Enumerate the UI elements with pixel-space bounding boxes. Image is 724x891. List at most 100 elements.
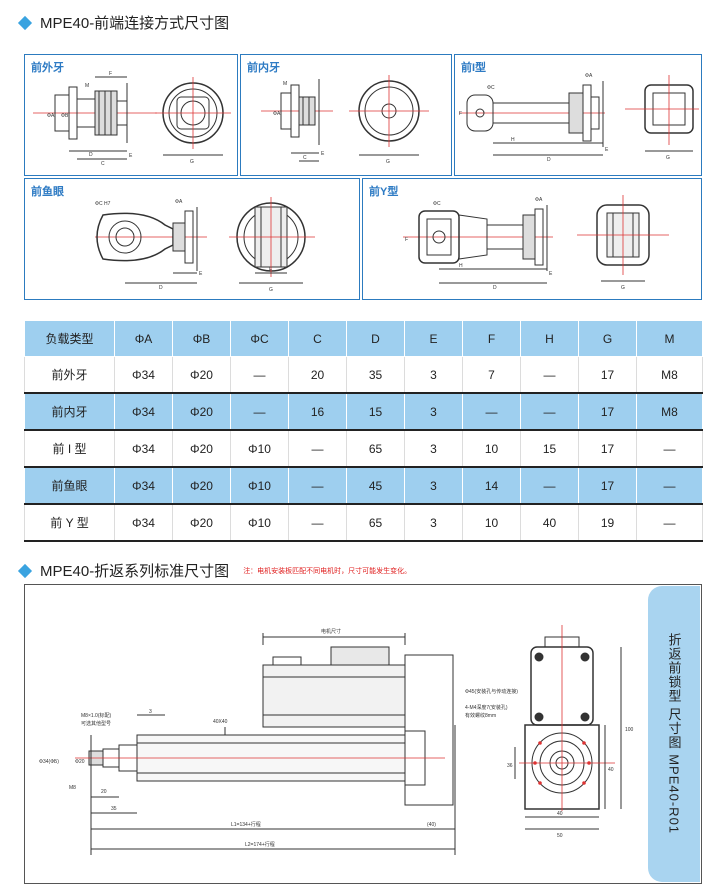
table-cell: — xyxy=(636,503,703,542)
table-cell: 16 xyxy=(288,392,347,431)
dim-label-c: C xyxy=(303,155,307,161)
screw-note-2: 可选其他型号 xyxy=(81,720,111,727)
table-row: 前 Y 型 Φ34 Φ20 Φ10 — 65 3 10 40 19 — xyxy=(24,503,703,542)
dim-100-label: 100 xyxy=(625,727,634,733)
table-header-cell: F xyxy=(462,320,521,357)
diamond-bullet-icon xyxy=(17,563,33,578)
table-cell: 17 xyxy=(578,392,637,431)
table-header-cell: D xyxy=(346,320,405,357)
section-title-text: MPE40-前端连接方式尺寸图 xyxy=(40,15,230,32)
dim-label-f: F xyxy=(459,111,462,117)
table-cell: 前内牙 xyxy=(24,392,115,431)
dim-40b-label: 40 xyxy=(557,811,563,817)
table-cell: 17 xyxy=(578,466,637,505)
dim-label-m: M xyxy=(85,83,89,89)
panel-front-i-type: 前I型 ΦC F H D E G ΦA xyxy=(454,54,702,176)
table-cell: 20 xyxy=(288,356,347,394)
table-cell: — xyxy=(288,429,347,468)
panel-label: 前外牙 xyxy=(31,62,64,74)
side-tab-label: 折返前锁型 尺寸图 MPE40-R01 xyxy=(666,633,682,835)
dim-phi20-label: Φ20 xyxy=(75,759,85,765)
table-cell: Φ20 xyxy=(172,503,231,542)
dim-label-d: D xyxy=(547,157,551,163)
foldback-drawing-frame: 电机尺寸 M8×1.0(标配) 可选其他型号 3 40X40 20 35 M8 … xyxy=(24,584,702,884)
section-title-front-connection: MPE40-前端连接方式尺寸图 xyxy=(17,12,230,33)
dim-label-f: F xyxy=(269,267,272,273)
dim-phi34-label: Φ34(ФБ) xyxy=(39,759,59,765)
table-cell: M8 xyxy=(636,392,703,431)
table-cell: 17 xyxy=(578,429,637,468)
table-header-cell: 负载类型 xyxy=(24,320,115,357)
dim-label-phib: ΦB xyxy=(61,113,69,119)
table-cell: Φ20 xyxy=(172,356,231,394)
dim-label-g: G xyxy=(666,155,670,161)
table-cell: — xyxy=(636,429,703,468)
table-cell: Φ20 xyxy=(172,429,231,468)
table-cell: M8 xyxy=(636,356,703,394)
table-header-cell: ΦB xyxy=(172,320,231,357)
dim-label-e: E xyxy=(549,271,553,277)
table-cell: Φ10 xyxy=(230,429,289,468)
table-cell: 10 xyxy=(462,429,521,468)
table-cell: Φ34 xyxy=(114,356,173,394)
dim-label-d: D xyxy=(493,285,497,291)
dim-36-label: 36 xyxy=(507,763,513,769)
section-title-foldback: MPE40-折返系列标准尺寸图 注：电机安装板匹配不同电机时，尺寸可能发生变化。 xyxy=(17,560,412,581)
front-rod-end-drawing: ΦC H7 D E F G ΦA xyxy=(95,197,315,293)
table-cell: 3 xyxy=(404,503,463,542)
table-cell: — xyxy=(230,356,289,394)
section-title-text: MPE40-折返系列标准尺寸图 xyxy=(40,563,230,580)
dim-label-h: H xyxy=(459,263,463,269)
table-cell: 前鱼眼 xyxy=(24,466,115,505)
side-tab-model: 折返前锁型 尺寸图 MPE40-R01 xyxy=(648,586,700,882)
dim-label-e: E xyxy=(321,151,325,157)
dim-label-g: G xyxy=(269,287,273,293)
table-header-cell: M xyxy=(636,320,703,357)
table-cell: Φ34 xyxy=(114,503,173,542)
panel-label: 前内牙 xyxy=(247,62,280,74)
table-cell: 19 xyxy=(578,503,637,542)
m4-note-1: 4-M4深度7(安装孔) xyxy=(465,704,508,711)
table-cell: — xyxy=(520,356,579,394)
panel-label: 前I型 xyxy=(461,62,487,74)
table-row: 前鱼眼 Φ34 Φ20 Φ10 — 45 3 14 — 17 — xyxy=(24,466,703,505)
dim-label-c: C xyxy=(101,161,105,167)
dim-40x40-label: 40X40 xyxy=(213,719,228,725)
table-cell: Φ34 xyxy=(114,466,173,505)
dim-label-d: D xyxy=(159,285,163,291)
dim-50-label: 50 xyxy=(557,833,563,839)
table-cell: — xyxy=(636,466,703,505)
table-cell: Φ10 xyxy=(230,503,289,542)
table-cell: 3 xyxy=(404,466,463,505)
dim-40a-label: 40 xyxy=(608,767,614,773)
section-note: 注：电机安装板匹配不同电机时，尺寸可能发生变化。 xyxy=(243,567,412,575)
dim-label-phia: ΦA xyxy=(175,199,183,205)
motor-size-label: 电机尺寸 xyxy=(321,628,341,635)
panel-label: 前Y型 xyxy=(369,186,399,198)
dim-40p-label: (40) xyxy=(427,822,436,828)
table-header-cell: H xyxy=(520,320,579,357)
dim-label-f: F xyxy=(109,71,112,77)
table-cell: Φ20 xyxy=(172,466,231,505)
diamond-bullet-icon xyxy=(17,15,33,30)
dim-35-label: 35 xyxy=(111,806,117,812)
table-cell: 前 I 型 xyxy=(24,429,115,468)
dim-label-phia: ΦA xyxy=(585,73,593,79)
table-cell: 10 xyxy=(462,503,521,542)
spec-table: 负载类型 ΦA ΦB ΦC C D E F H G M 前外牙 Φ34 Φ20 … xyxy=(24,320,703,542)
table-cell: 前外牙 xyxy=(24,356,115,394)
screw-note-1: M8×1.0(标配) xyxy=(81,712,111,719)
table-cell: — xyxy=(520,466,579,505)
dim-label-f: F xyxy=(405,237,408,243)
dim-label-g: G xyxy=(621,285,625,291)
table-header-cell: E xyxy=(404,320,463,357)
table-cell: — xyxy=(520,392,579,431)
dim-l2-label: L2=174+行程 xyxy=(245,841,275,848)
table-cell: 3 xyxy=(404,392,463,431)
table-cell: 65 xyxy=(346,429,405,468)
front-internal-thread-drawing: C E G ΦA M xyxy=(261,75,429,165)
dim-label-e: E xyxy=(605,147,609,153)
dim-label-phic: ΦC xyxy=(487,85,495,91)
table-row: 前外牙 Φ34 Φ20 — 20 35 3 7 — 17 M8 xyxy=(24,356,703,394)
dim-m8-label: M8 xyxy=(69,785,76,791)
